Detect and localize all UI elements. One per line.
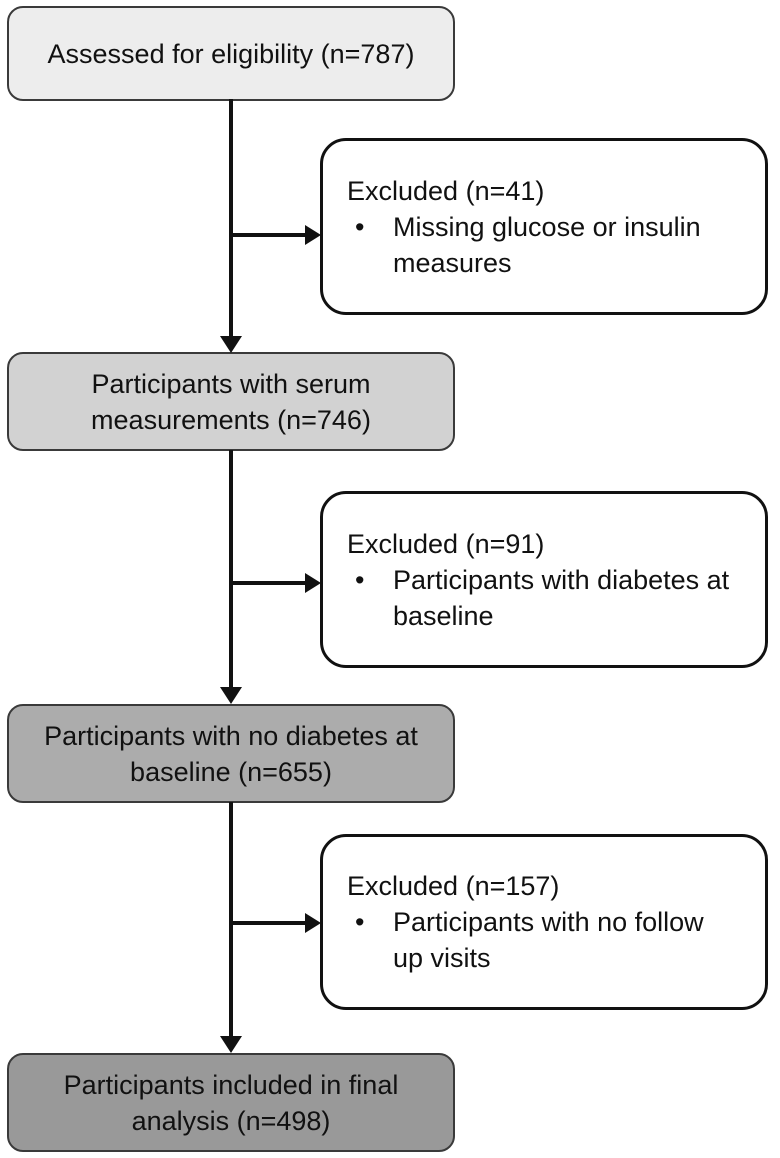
exclusion-box-2: Excluded (n=91) • Participants with diab…	[320, 491, 768, 668]
exclusion-box-1: Excluded (n=41) • Missing glucose or ins…	[320, 138, 768, 315]
node-assessed-eligibility: Assessed for eligibility (n=787)	[7, 6, 455, 101]
arrow-down-icon-2	[220, 687, 242, 704]
node-label: Participants with no diabetes at baselin…	[44, 720, 418, 787]
arrow-down-icon-3	[220, 1036, 242, 1053]
arrow-right-icon-3	[305, 913, 321, 933]
exclusion-heading: Excluded (n=157)	[347, 871, 560, 901]
arrow-down-icon-1	[220, 336, 242, 353]
arrow-line-vertical-1	[229, 99, 233, 338]
exclusion-bullet-row: • Participants with no follow up visits	[347, 904, 749, 976]
arrow-line-branch-1	[231, 233, 307, 237]
exclusion-bullet-row: • Missing glucose or insulin measures	[347, 209, 749, 281]
arrow-line-branch-3	[231, 921, 307, 925]
arrow-line-vertical-2	[229, 450, 233, 689]
bullet-icon: •	[355, 907, 365, 937]
node-label: Assessed for eligibility (n=787)	[47, 38, 415, 69]
bullet-icon: •	[355, 564, 365, 595]
arrow-line-vertical-3	[229, 802, 233, 1038]
arrow-right-icon-1	[305, 225, 321, 245]
bullet-icon: •	[355, 211, 365, 242]
node-label: Participants included in final analysis …	[63, 1069, 399, 1136]
exclusion-reason: Participants with diabetes at baseline	[393, 564, 730, 631]
exclusion-heading: Excluded (n=41)	[347, 175, 545, 206]
node-final-analysis: Participants included in final analysis …	[7, 1053, 455, 1152]
node-label: Participants with serum measurements (n=…	[91, 368, 371, 435]
node-no-diabetes-baseline: Participants with no diabetes at baselin…	[7, 704, 455, 803]
arrow-line-branch-2	[231, 581, 307, 585]
exclusion-box-3: Excluded (n=157) • Participants with no …	[320, 834, 768, 1010]
exclusion-heading: Excluded (n=91)	[347, 528, 545, 559]
exclusion-reason: Missing glucose or insulin measures	[393, 211, 701, 278]
exclusion-bullet-row: • Participants with diabetes at baseline	[347, 562, 749, 634]
arrow-right-icon-2	[305, 573, 321, 593]
node-serum-measurements: Participants with serum measurements (n=…	[7, 352, 455, 451]
exclusion-reason: Participants with no follow up visits	[393, 907, 704, 973]
